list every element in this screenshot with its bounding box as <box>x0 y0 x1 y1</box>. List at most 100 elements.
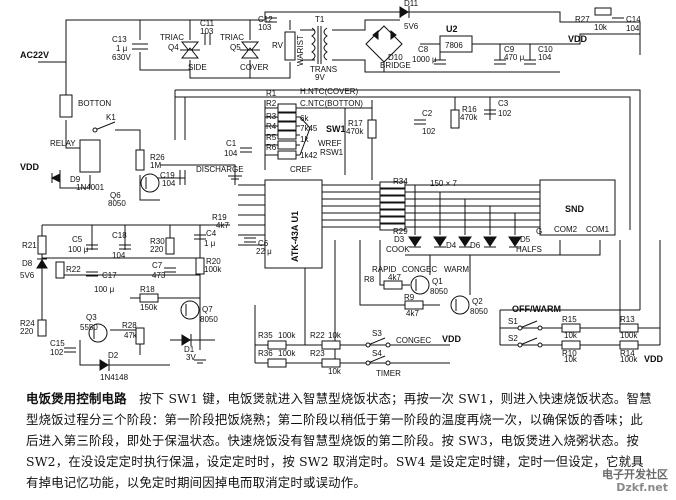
label-offwarm: OFF/WARM <box>512 304 561 314</box>
label-c6v: 22 μ <box>256 247 272 256</box>
label-d8v: 5V6 <box>20 271 35 280</box>
label-d5: D5 <box>520 235 531 244</box>
label-side: SIDE <box>188 63 207 72</box>
label-r15v: 10k <box>564 331 578 340</box>
label-r4v: 7k45 <box>300 124 318 133</box>
label-r35: R35 <box>258 331 273 340</box>
circuit-schematic: D11 5V6 R27 10k C14 104 VDD C12 103 T1 T… <box>20 0 664 382</box>
label-r1: R1 <box>266 89 277 98</box>
label-d8: D8 <box>22 259 33 268</box>
label-r29: R29 <box>393 227 408 236</box>
resistor-r14 <box>619 340 639 350</box>
label-d6: D6 <box>470 241 481 250</box>
label-r2: R2 <box>266 99 277 108</box>
label-c17v: 100 μ <box>94 285 115 294</box>
led-d6 <box>458 236 472 248</box>
label-r8: R8 <box>364 275 375 284</box>
label-c5v: 100 μ <box>68 245 89 254</box>
label-snd: SND <box>565 204 585 214</box>
label-d2: D2 <box>108 351 119 360</box>
label-c7: C7 <box>152 261 163 270</box>
label-q4: Q4 <box>168 43 179 52</box>
label-r17: R17 <box>348 119 363 128</box>
label-r23v: 10k <box>328 367 342 376</box>
label-r5: R5 <box>266 133 277 142</box>
label-d9v: 1N4001 <box>76 183 105 192</box>
label-c1: C1 <box>226 139 237 148</box>
label-c4v: 1 μ <box>204 239 216 248</box>
label-r34: R34 <box>393 177 408 186</box>
resistor-r5 <box>277 140 297 150</box>
resistor-r18 <box>139 293 159 303</box>
label-c9v: 470 μ <box>504 53 525 62</box>
zener-d8 <box>36 258 48 269</box>
label-com2: COM2 <box>554 225 578 234</box>
label-array: 150 × 7 <box>430 179 457 188</box>
resistor-r22-left <box>55 261 65 279</box>
label-r24v: 220 <box>20 327 34 336</box>
transistor-q1 <box>410 275 430 295</box>
label-r20v: 100k <box>204 265 222 274</box>
ntc-botton <box>59 94 73 118</box>
label-u2v: 7806 <box>445 41 463 50</box>
label-u1: ATK-43A U1 <box>290 211 300 262</box>
label-r18v: 150k <box>140 303 158 312</box>
label-triac2: TRIAC <box>220 33 244 42</box>
resistor-r15 <box>561 323 581 333</box>
resistor-r30 <box>165 237 175 255</box>
ground-symbols <box>194 175 242 364</box>
label-c9: C9 <box>504 45 515 54</box>
resistor-r8 <box>383 280 403 290</box>
label-r1n: H.NTC(COVER) <box>300 87 359 96</box>
label-cref: CREF <box>290 165 312 174</box>
label-r17v: 470k <box>346 127 364 136</box>
label-c12v: 103 <box>258 23 272 32</box>
label-s3: S3 <box>372 329 382 338</box>
label-c12: C12 <box>258 15 273 24</box>
label-vdd-top: VDD <box>568 34 588 44</box>
label-r14v: 100k <box>620 355 638 364</box>
label-c17: C17 <box>102 271 117 280</box>
label-r8v: 4k7 <box>388 273 401 282</box>
zener-d11 <box>399 6 410 18</box>
caption-title: 电饭煲用控制电路 <box>26 391 127 406</box>
label-q5: Q5 <box>230 43 241 52</box>
label-c3: C3 <box>498 99 509 108</box>
label-relay: RELAY <box>50 139 76 148</box>
label-c13: C13 <box>112 35 127 44</box>
label-vdd-bottom: VDD <box>442 334 462 344</box>
label-s4: S4 <box>372 349 382 358</box>
label-c19v: 104 <box>162 179 176 188</box>
resistor-r21 <box>37 235 47 255</box>
resistor-r13 <box>619 323 639 333</box>
components <box>36 6 639 371</box>
label-c7v: 473 <box>152 271 166 280</box>
label-c15v: 102 <box>50 348 64 357</box>
resistor-r10 <box>561 340 581 350</box>
label-r15: R15 <box>562 315 577 324</box>
capacitor-c8 <box>434 59 446 65</box>
watermark-line1: 电子开发社区 <box>602 468 668 481</box>
labels: D11 5V6 R27 10k C14 104 VDD C12 103 T1 T… <box>20 0 664 382</box>
label-r22bv: 10k <box>328 331 342 340</box>
label-q7: Q7 <box>202 305 213 314</box>
capacitor-c3 <box>484 109 496 115</box>
label-r26: R26 <box>150 153 165 162</box>
capacitor-c19 <box>179 170 186 185</box>
label-trans9v: 9V <box>315 73 325 82</box>
label-warist: WARIST <box>296 35 305 66</box>
led-d5 <box>508 236 522 248</box>
label-c2: C2 <box>422 109 433 118</box>
label-cover: COVER <box>240 63 269 72</box>
label-r16v: 470k <box>460 113 478 122</box>
label-triac1: TRIAC <box>160 33 184 42</box>
transistor-q7 <box>180 300 200 320</box>
label-q3: Q3 <box>86 313 97 322</box>
label-r3: R3 <box>266 112 277 121</box>
label-r24: R24 <box>20 319 35 328</box>
label-r30: R30 <box>150 237 165 246</box>
label-r19: R19 <box>212 213 227 222</box>
label-rapid: RAPID <box>372 265 397 274</box>
resistor-r6 <box>277 150 297 160</box>
label-q2v: 8050 <box>470 307 488 316</box>
